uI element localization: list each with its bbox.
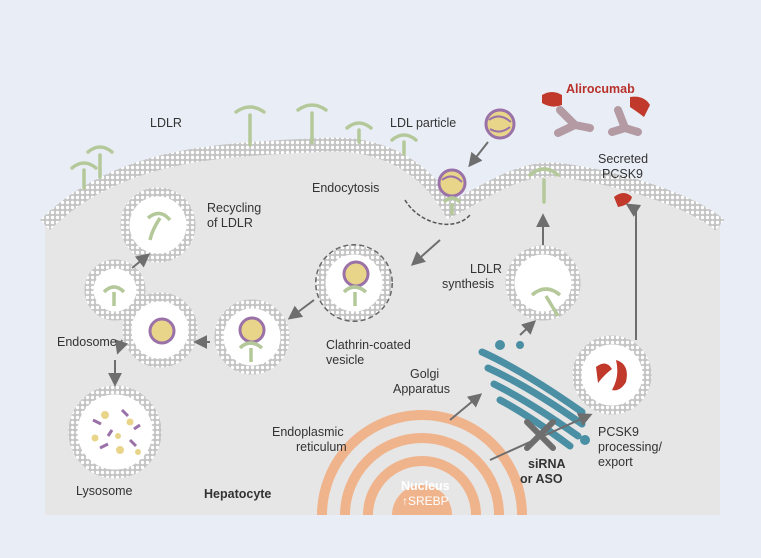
alirocumab-label: Alirocumab [566,82,635,96]
sirna-block-x [524,419,556,451]
ldl-particle-label: LDL particle [390,116,457,130]
surface-ldlr-receptors [70,103,560,204]
hepatocyte-label: Hepatocyte [204,487,272,501]
clathrin-pit [404,199,471,226]
alirocumab-antibody-1 [542,92,594,137]
sirna-label-line1: siRNA [528,457,566,471]
pcsk9-processing-label-line2: processing/ [598,440,662,454]
lysosome [68,385,162,479]
golgi-label-line1: Golgi [410,367,440,381]
ldlr-synthesis-vesicle [505,245,581,321]
recycling-label-line1: Recycling [207,201,262,215]
nucleus-label: Nucleus [401,479,450,493]
ldlr-synthesis-label-line2: synthesis [442,277,495,291]
clathrin-vesicle-label-line2: vesicle [326,353,365,367]
secreted-pcsk9 [614,193,632,207]
pcsk9-processing-label-line1: PCSK9 [598,425,639,439]
endosome [84,259,198,368]
srebp-label: ↑SREBP [402,494,449,508]
recycling-vesicle [120,187,196,263]
er-label-line2: reticulum [296,440,347,454]
clathrin-coated-vesicle [315,244,393,322]
ldlr-synthesis-label-line1: LDLR [470,262,502,276]
clathrin-vesicle-label-line1: Clathrin-coated [326,338,411,352]
ldlr-label: LDLR [150,116,182,130]
endosome-label: Endosome [57,335,117,349]
golgi-label-line2: Apparatus [393,382,450,396]
secreted-pcsk9-label-line2: PCSK9 [602,167,643,181]
pcsk9-processing-label-line3: export [598,455,633,469]
plasma-membrane [40,137,725,231]
recycling-label-line2: of LDLR [207,216,253,230]
endocytosis-label: Endocytosis [312,181,380,195]
alirocumab-antibody-2 [608,96,650,136]
golgi-apparatus [478,340,590,450]
pcsk9-processing-vesicle [572,335,652,415]
pathway-arrows [108,141,642,461]
er-label-line1: Endoplasmic [272,425,344,439]
ldl-particle-bound [437,168,467,215]
nucleus [392,485,452,515]
sirna-label-line2: or ASO [520,472,563,486]
secreted-pcsk9-label-line1: Secreted [598,152,649,166]
transport-vesicle [214,299,290,375]
endoplasmic-reticulum [317,410,527,516]
ldl-particle-outside [484,108,516,140]
lysosome-label: Lysosome [76,484,133,498]
